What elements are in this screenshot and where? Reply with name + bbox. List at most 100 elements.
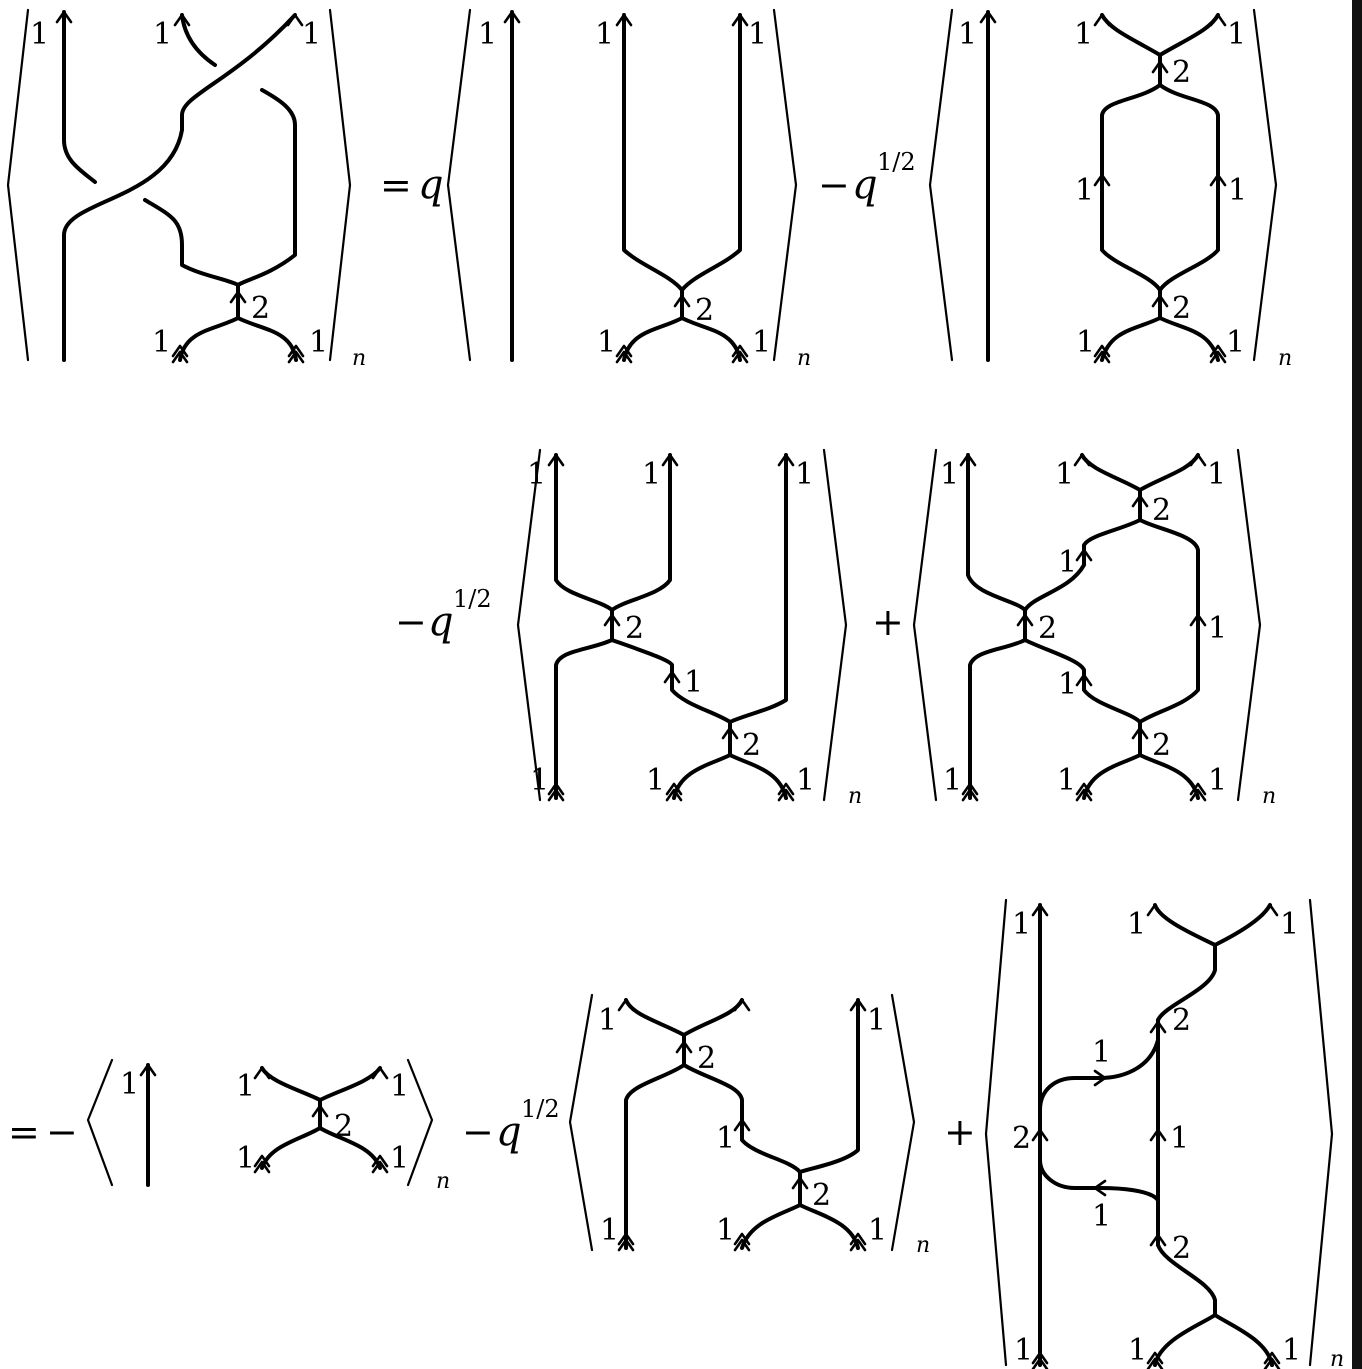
svg-text:1: 1: [796, 763, 815, 798]
svg-text:2: 2: [1172, 1231, 1191, 1266]
term-q-half-row3: 1 1 2 1 2 1 1 1 n: [568, 993, 930, 1258]
svg-text:q: q: [428, 599, 454, 645]
svg-text:1: 1: [1280, 907, 1299, 942]
svg-text:1: 1: [1208, 763, 1227, 798]
svg-text:1: 1: [1076, 325, 1095, 360]
svg-text:n: n: [436, 1169, 450, 1194]
svg-text:1: 1: [867, 1003, 886, 1038]
right-angle-bracket: [328, 8, 352, 362]
braid-term: 1 1 1 2 1 1 n: [6, 8, 366, 371]
svg-text:2: 2: [812, 1178, 831, 1213]
label-one: 1: [153, 17, 172, 52]
term-q-half-ladder: 1 1 1 2 1 1 2 1 1 n: [928, 8, 1292, 371]
svg-text:n: n: [1330, 1347, 1344, 1369]
svg-text:2: 2: [1172, 1003, 1191, 1038]
svg-text:1: 1: [1227, 17, 1246, 52]
svg-text:2: 2: [695, 293, 714, 328]
svg-text:2: 2: [1152, 728, 1171, 763]
svg-text:n: n: [797, 346, 811, 371]
svg-text:1: 1: [1128, 1333, 1147, 1368]
svg-text:1: 1: [1014, 1333, 1033, 1368]
svg-text:1: 1: [1055, 457, 1074, 492]
svg-text:1: 1: [1074, 17, 1093, 52]
svg-text:1: 1: [646, 763, 665, 798]
svg-text:1: 1: [1207, 457, 1226, 492]
svg-text:2: 2: [1172, 291, 1191, 326]
svg-text:1: 1: [600, 1213, 619, 1248]
left-angle-bracket: [6, 8, 30, 362]
svg-text:1: 1: [1058, 667, 1077, 702]
svg-text:1: 1: [684, 665, 703, 700]
term-plus-three-vertices: 1 1 1 2 1 2 1 1 2 1 1 1 n: [912, 448, 1276, 809]
svg-text:1: 1: [1127, 907, 1146, 942]
svg-text:1: 1: [795, 457, 814, 492]
subscript-n: n: [352, 346, 366, 371]
svg-text:1: 1: [1170, 1121, 1189, 1156]
svg-text:1/2: 1/2: [521, 1095, 560, 1123]
svg-text:1: 1: [716, 1121, 735, 1156]
term-q: 1 1 1 2 1 1 n: [446, 8, 811, 371]
svg-text:2: 2: [742, 728, 761, 763]
svg-text:1: 1: [1092, 1035, 1111, 1070]
svg-text:1: 1: [958, 17, 977, 52]
svg-text:1/2: 1/2: [877, 148, 916, 176]
svg-text:1: 1: [527, 457, 546, 492]
svg-text:1: 1: [597, 325, 616, 360]
svg-text:+: +: [872, 600, 904, 644]
svg-text:−: −: [462, 1110, 494, 1154]
svg-text:1: 1: [1057, 763, 1076, 798]
svg-text:=: =: [8, 1110, 40, 1154]
svg-text:1: 1: [390, 1141, 409, 1176]
svg-text:2: 2: [334, 1109, 353, 1144]
svg-text:n: n: [1278, 346, 1292, 371]
scan-edge: [1352, 0, 1362, 1369]
svg-text:1: 1: [530, 763, 549, 798]
label-one: 1: [30, 17, 49, 52]
svg-text:1: 1: [1012, 907, 1031, 942]
svg-text:2: 2: [625, 611, 644, 646]
svg-text:1/2: 1/2: [453, 585, 492, 613]
svg-text:1: 1: [940, 457, 959, 492]
svg-text:1: 1: [598, 1003, 617, 1038]
svg-text:+: +: [944, 1110, 976, 1154]
svg-text:2: 2: [697, 1041, 716, 1076]
svg-text:−: −: [395, 600, 427, 644]
label-one: 1: [302, 17, 321, 52]
label-one: 1: [309, 325, 328, 360]
svg-text:1: 1: [1092, 1199, 1111, 1234]
svg-text:1: 1: [478, 17, 497, 52]
term-plus-loop: 1 1 1 2 1 2 1 1 2 1 1 1 n: [984, 898, 1344, 1369]
svg-text:1: 1: [752, 325, 771, 360]
svg-text:1: 1: [748, 17, 767, 52]
svg-text:n: n: [916, 1233, 930, 1258]
svg-text:2: 2: [1012, 1121, 1031, 1156]
svg-text:1: 1: [1058, 545, 1077, 580]
svg-text:1: 1: [390, 1069, 409, 1104]
svg-text:1: 1: [236, 1069, 255, 1104]
svg-text:2: 2: [1172, 55, 1191, 90]
svg-text:1: 1: [1208, 611, 1227, 646]
equals-sign: =: [380, 163, 412, 207]
svg-text:1: 1: [1282, 1333, 1301, 1368]
label-two: 2: [251, 291, 270, 326]
svg-text:1: 1: [120, 1067, 139, 1102]
minus-sign: −: [818, 163, 850, 207]
label-one: 1: [152, 325, 171, 360]
svg-text:1: 1: [943, 763, 962, 798]
svg-text:n: n: [1262, 784, 1276, 809]
svg-text:1: 1: [1228, 173, 1247, 208]
svg-text:n: n: [848, 784, 862, 809]
svg-text:1: 1: [868, 1213, 887, 1248]
svg-text:2: 2: [1038, 611, 1057, 646]
svg-text:q: q: [852, 162, 878, 208]
svg-text:1: 1: [716, 1213, 735, 1248]
svg-text:−: −: [46, 1110, 78, 1154]
svg-text:1: 1: [642, 457, 661, 492]
coefficient-q: q: [418, 162, 444, 208]
term-q-half-two-vertices: 1 1 1 2 1 2 1 1 1 n: [516, 448, 862, 809]
svg-text:q: q: [496, 1109, 522, 1155]
svg-text:1: 1: [595, 17, 614, 52]
svg-text:1: 1: [236, 1141, 255, 1176]
svg-text:1: 1: [1226, 325, 1245, 360]
